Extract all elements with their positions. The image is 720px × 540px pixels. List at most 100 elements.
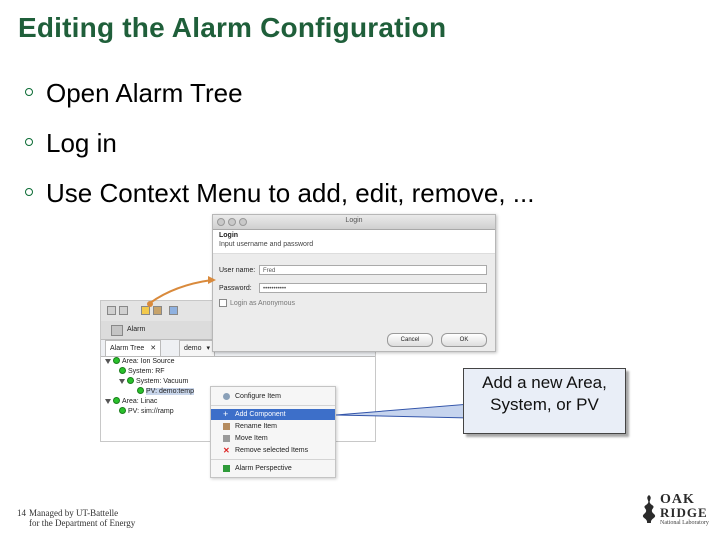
callout-pointer <box>335 403 471 419</box>
dialog-header: Login Input username and password <box>213 230 495 254</box>
perspective-icon[interactable] <box>111 325 123 336</box>
status-ok-icon <box>127 376 134 384</box>
search-icon[interactable] <box>169 306 178 315</box>
arrow-head-icon <box>208 276 216 284</box>
tab-alarm-tree[interactable]: Alarm Tree ✕ <box>105 340 162 356</box>
expand-icon[interactable] <box>119 378 125 384</box>
username-label: User name: <box>219 267 256 274</box>
menu-item-configure[interactable]: Configure Item <box>211 391 335 402</box>
oak-leaf-icon <box>642 495 656 523</box>
menu-item-remove[interactable]: ✕ Remove selected Items <box>211 445 335 456</box>
login-arrow <box>149 279 213 304</box>
bullet-text: Open Alarm Tree <box>46 78 243 108</box>
password-row: Password: ••••••••••• <box>219 283 489 295</box>
bullet-dot-icon <box>25 188 33 197</box>
managed-by: Managed by UT-Battelle for the Departmen… <box>29 508 135 528</box>
menu-item-move[interactable]: Move Item <box>211 433 335 444</box>
status-ok-icon <box>119 406 126 414</box>
status-ok-icon <box>113 356 120 364</box>
tool-icon[interactable] <box>141 306 150 315</box>
managed-line: Managed by UT-Battelle <box>29 508 119 518</box>
managed-line: for the Department of Energy <box>29 518 136 528</box>
slide-title: Editing the Alarm Configuration <box>18 12 447 43</box>
tree-node-label: Area: Linac <box>122 398 158 405</box>
tree-node-label: Area: Ion Source <box>122 358 175 365</box>
callout-line: System, or PV <box>490 395 599 414</box>
menu-item-label: Alarm Perspective <box>235 465 292 472</box>
tree-node-label: PV: demo:temp <box>146 388 194 395</box>
perspective-bar: Alarm <box>101 321 219 340</box>
minimize-window-icon[interactable] <box>228 218 236 226</box>
menu-item-label: Rename Item <box>235 423 278 430</box>
callout-box: Add a new Area, System, or PV <box>463 368 626 434</box>
menu-item-add-component[interactable]: + Add Component <box>211 409 335 420</box>
tab-label: Alarm Tree <box>110 345 145 352</box>
status-ok-icon <box>137 386 144 394</box>
cancel-button[interactable]: Cancel <box>387 333 433 347</box>
status-ok-icon <box>119 366 126 374</box>
tree-node[interactable]: Area: Linac <box>105 396 158 407</box>
status-ok-icon <box>113 396 120 404</box>
user-icon[interactable] <box>153 306 162 315</box>
tree-node[interactable]: System: Vacuum <box>119 376 189 387</box>
logo-text-sub: National Laboratory <box>660 520 709 526</box>
tree-node-label: System: RF <box>128 368 165 375</box>
ornl-logo: OAK RIDGE National Laboratory <box>638 491 714 531</box>
arrow-origin-icon <box>147 301 153 307</box>
add-icon: + <box>223 409 229 419</box>
menu-item-label: Move Item <box>235 435 268 442</box>
logo-text-mid: RIDGE <box>660 505 708 520</box>
bullet-item: Use Context Menu to add, edit, remove, .… <box>25 178 534 209</box>
bullet-item: Log in <box>25 128 117 159</box>
menu-item-rename[interactable]: Rename Item <box>211 421 335 432</box>
page-number: 14 <box>17 508 26 518</box>
rename-icon <box>223 423 230 430</box>
move-icon <box>223 435 230 442</box>
configure-icon <box>223 393 230 400</box>
tree-node-label: System: Vacuum <box>136 378 189 385</box>
anonymous-login-checkbox[interactable]: Login as Anonymous <box>219 299 295 307</box>
bullet-dot-icon <box>25 88 33 97</box>
bullet-text: Log in <box>46 128 117 158</box>
window-controls <box>217 218 250 228</box>
bullet-item: Open Alarm Tree <box>25 78 243 109</box>
menu-item-label: Add Component <box>235 411 286 418</box>
window-titlebar: Login <box>213 215 495 230</box>
window-title: Login <box>345 217 363 224</box>
bullet-dot-icon <box>25 138 33 147</box>
checkbox-icon[interactable] <box>219 299 227 307</box>
perspective-icon <box>223 465 230 472</box>
menu-separator <box>211 459 335 460</box>
login-dialog: Login Login Input username and password … <box>212 214 496 352</box>
password-field[interactable]: ••••••••••• <box>259 283 487 293</box>
password-label: Password: <box>219 285 252 292</box>
tree-node[interactable]: PV: sim://ramp <box>119 406 174 417</box>
tree-node[interactable]: System: RF <box>119 366 165 377</box>
tree-node[interactable]: PV: demo:temp <box>137 386 194 397</box>
menu-item-label: Configure Item <box>235 393 281 400</box>
new-file-icon[interactable] <box>107 306 116 315</box>
tree-node-label: PV: sim://ramp <box>128 408 174 415</box>
toolbar <box>101 301 219 322</box>
chevron-down-icon: ▾ <box>206 345 210 352</box>
menu-item-label: Remove selected Items <box>235 447 309 454</box>
anonymous-label: Login as Anonymous <box>230 299 295 307</box>
username-field[interactable]: Fred <box>259 265 487 275</box>
save-icon[interactable] <box>119 306 128 315</box>
expand-icon[interactable] <box>105 398 111 404</box>
close-window-icon[interactable] <box>217 218 225 226</box>
remove-icon: ✕ <box>223 446 230 455</box>
tree-node[interactable]: Area: Ion Source <box>105 356 175 367</box>
menu-separator <box>211 405 335 406</box>
username-row: User name: Fred <box>219 265 489 277</box>
close-icon[interactable]: ✕ <box>150 345 157 352</box>
ok-button[interactable]: OK <box>441 333 487 347</box>
menu-item-alarm-perspective[interactable]: Alarm Perspective <box>211 463 335 474</box>
perspective-label[interactable]: Alarm <box>127 326 146 333</box>
dialog-header-title: Login <box>219 232 239 239</box>
dialog-header-subtitle: Input username and password <box>219 241 314 248</box>
bullet-text: Use Context Menu to add, edit, remove, .… <box>46 178 535 208</box>
expand-icon[interactable] <box>105 358 111 364</box>
zoom-window-icon[interactable] <box>239 218 247 226</box>
